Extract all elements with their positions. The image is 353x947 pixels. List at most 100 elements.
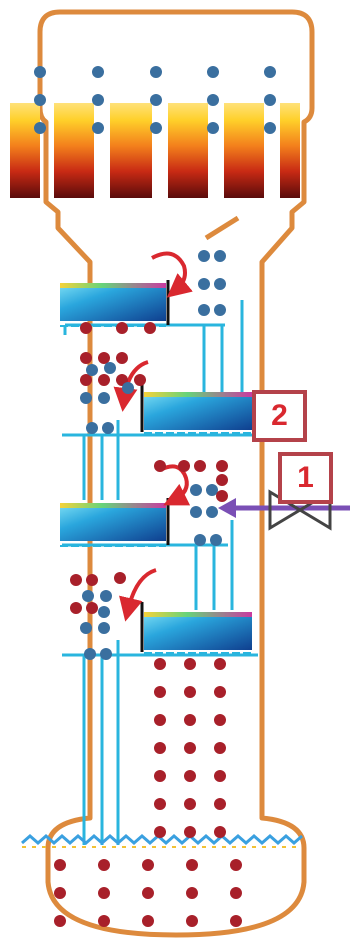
vapor-bubble	[214, 278, 226, 290]
vapor-bubble	[207, 122, 219, 134]
vapor-bubble	[264, 66, 276, 78]
vapor-bubble	[207, 66, 219, 78]
liquid-bubble	[70, 574, 82, 586]
vapor-bubble	[82, 590, 94, 602]
liquid-bubble	[54, 887, 66, 899]
vapor-bubble	[150, 66, 162, 78]
marker-1-label: 1	[278, 452, 333, 504]
vapor-bubble	[92, 66, 104, 78]
vapor-bubble	[98, 606, 110, 618]
vapor-bubble	[206, 484, 218, 496]
liquid-bubble	[154, 460, 166, 472]
liquid-bubble	[154, 658, 166, 670]
liquid-bubble	[184, 686, 196, 698]
liquid-bubble	[80, 374, 92, 386]
bubble-dots	[34, 66, 276, 927]
liquid-bubble	[184, 714, 196, 726]
vapor-bubble	[104, 362, 116, 374]
liquid-bubble	[214, 798, 226, 810]
liquid-bubble	[178, 460, 190, 472]
vapor-bubble	[150, 94, 162, 106]
vapor-bubble	[214, 250, 226, 262]
tray-2	[140, 380, 252, 434]
vapor-bubble	[214, 304, 226, 316]
liquid-bubble	[114, 572, 126, 584]
liquid-bubble	[54, 859, 66, 871]
liquid-bubble	[214, 742, 226, 754]
liquid-bubble	[184, 826, 196, 838]
liquid-bubble	[214, 826, 226, 838]
vapor-bubble	[150, 122, 162, 134]
tray-3	[60, 498, 170, 547]
liquid-bubble	[154, 714, 166, 726]
marker-2-label: 2	[252, 390, 307, 442]
vapor-bubble	[190, 484, 202, 496]
liquid-bubble	[154, 686, 166, 698]
vapor-bubble	[198, 278, 210, 290]
liquid-bubble	[98, 859, 110, 871]
liquid-bubble	[230, 859, 242, 871]
heater-tube-icon	[10, 103, 300, 198]
vapor-bubble	[194, 534, 206, 546]
liquid-bubble	[134, 374, 146, 386]
tray-1	[60, 280, 170, 327]
vapor-bubble	[92, 122, 104, 134]
liquid-bubble	[86, 602, 98, 614]
liquid-bubble	[214, 714, 226, 726]
vapor-bubble	[100, 648, 112, 660]
liquid-bubble	[184, 798, 196, 810]
liquid-bubble	[214, 658, 226, 670]
vapor-bubble	[86, 364, 98, 376]
liquid-bubble	[144, 322, 156, 334]
liquid-bubble	[230, 915, 242, 927]
liquid-bubble	[186, 887, 198, 899]
vapor-bubble	[198, 304, 210, 316]
vapor-bubble	[34, 122, 46, 134]
tray-4	[140, 602, 252, 654]
vapor-bubble	[98, 392, 110, 404]
vapor-bubble	[210, 534, 222, 546]
liquid-bubble	[154, 798, 166, 810]
liquid-bubble	[98, 887, 110, 899]
liquid-bubble	[154, 742, 166, 754]
liquid-bubble	[214, 686, 226, 698]
flow-arrow-icon	[113, 251, 193, 622]
vapor-bubble	[34, 66, 46, 78]
liquid-bubble	[194, 460, 206, 472]
liquid-bubble	[154, 770, 166, 782]
vapor-bubble	[80, 622, 92, 634]
vapor-bubble	[122, 382, 134, 394]
liquid-bubble	[184, 770, 196, 782]
liquid-bubble	[98, 374, 110, 386]
liquid-bubble	[142, 915, 154, 927]
vapor-bubble	[207, 94, 219, 106]
vapor-bubble	[34, 94, 46, 106]
liquid-bubble	[216, 474, 228, 486]
liquid-bubble	[80, 322, 92, 334]
liquid-bubble	[230, 887, 242, 899]
liquid-bubble	[54, 915, 66, 927]
liquid-bubble	[116, 322, 128, 334]
liquid-bubble	[216, 490, 228, 502]
liquid-bubble	[80, 352, 92, 364]
vapor-bubble	[102, 422, 114, 434]
bottom-liquid-surface	[21, 834, 303, 845]
vapor-bubble	[264, 122, 276, 134]
liquid-bubble	[214, 770, 226, 782]
liquid-bubble	[142, 859, 154, 871]
vapor-bubble	[190, 506, 202, 518]
vapor-bubble	[100, 590, 112, 602]
reflux-baffle	[204, 215, 240, 241]
vapor-bubble	[98, 622, 110, 634]
vapor-bubble	[92, 94, 104, 106]
vapor-bubble	[84, 648, 96, 660]
liquid-bubble	[184, 658, 196, 670]
liquid-bubble	[70, 602, 82, 614]
liquid-bubble	[116, 352, 128, 364]
vessel-outline	[37, 9, 315, 938]
liquid-bubble	[98, 915, 110, 927]
liquid-bubble	[184, 742, 196, 754]
liquid-bubble	[186, 915, 198, 927]
